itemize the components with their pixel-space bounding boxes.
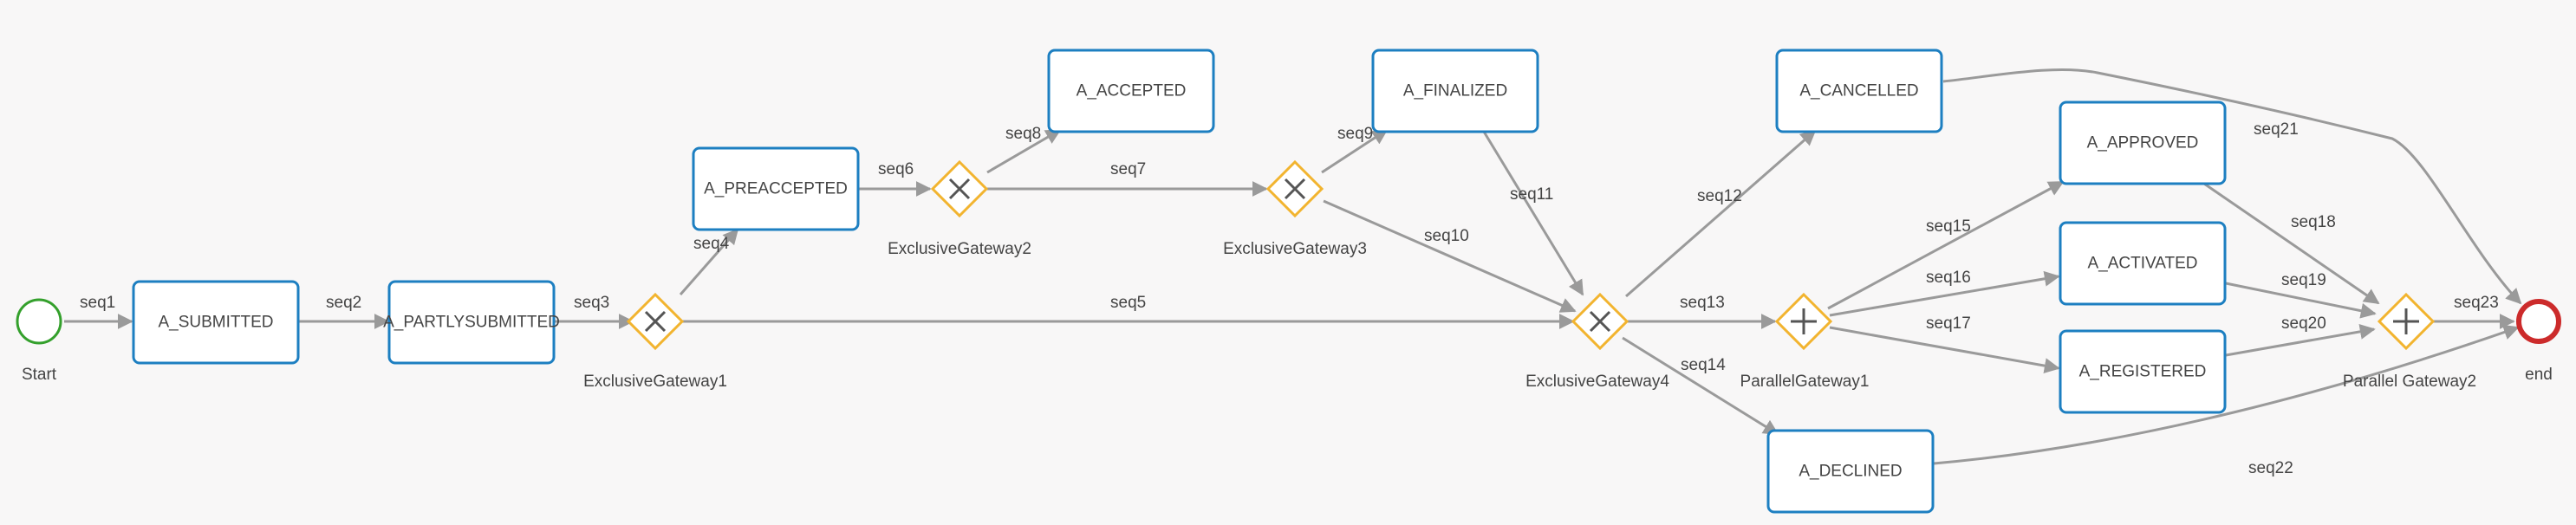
parallel-gateway-1[interactable]: ParallelGateway1 [1740,292,1870,391]
exclusive-gateway-1[interactable]: ExclusiveGateway1 [583,292,727,391]
flow-label-seq21: seq21 [2254,120,2299,139]
task-label: A_SUBMITTED [158,314,273,332]
flow-label-seq16: seq16 [1926,269,1971,287]
flow-seq21[interactable] [1942,68,2522,305]
start-event-circle[interactable] [16,298,62,345]
gateway-label: Parallel Gateway2 [2343,373,2476,391]
gateway-label: ExclusiveGateway3 [1223,240,1367,258]
flow-seq16[interactable] [1829,270,2060,317]
exclusive-gateway-2[interactable]: ExclusiveGateway2 [888,159,1031,258]
flow-label-seq15: seq15 [1926,217,1971,236]
flow-label-seq1: seq1 [80,294,115,312]
task-label: A_DECLINED [1799,463,1902,481]
flow-seq22[interactable] [1933,324,2520,465]
task-label: A_PREACCEPTED [704,180,848,198]
flow-label-seq23: seq23 [2454,294,2499,312]
flow-labels: seq1 seq2 seq3 seq4 seq5 seq6 seq7 seq8 … [80,120,2499,477]
end-event-circle[interactable] [2516,299,2561,344]
task-box[interactable] [2059,221,2227,306]
task-label: A_ACTIVATED [2087,255,2197,273]
flow-seq4[interactable] [679,228,739,295]
task-a-accepted[interactable]: A_ACCEPTED [1047,49,1215,133]
flow-label-seq10: seq10 [1424,227,1469,245]
flow-label-seq6: seq6 [878,160,914,178]
flow-label-seq12: seq12 [1697,187,1742,205]
sequence-flows [64,68,2522,465]
task-box[interactable] [2059,329,2227,414]
task-label: A_APPROVED [2087,134,2199,152]
flow-seq20[interactable] [2225,323,2376,357]
task-box[interactable] [387,280,556,365]
flow-seq15[interactable] [1827,180,2065,310]
flow-label-seq7: seq7 [1110,160,1146,178]
flow-label-seq11: seq11 [1510,185,1553,204]
flow-seq10[interactable] [1323,199,1577,313]
task-a-cancelled[interactable]: A_CANCELLED [1775,49,1943,133]
end-event-label: end [2525,366,2553,384]
task-a-finalized[interactable]: A_FINALIZED [1371,49,1539,133]
flow-seq14[interactable] [1622,336,1779,436]
flow-label-seq17: seq17 [1926,314,1971,333]
flow-seq19[interactable] [2225,282,2377,319]
flow-seq12[interactable] [1625,129,1817,298]
task-a-partlysubmitted[interactable]: A_PARTLYSUBMITTED [383,280,560,365]
parallel-gateway-2[interactable]: Parallel Gateway2 [2343,292,2476,391]
flow-label-seq5: seq5 [1110,294,1146,312]
exclusive-gateway-3[interactable]: ExclusiveGateway3 [1223,159,1367,258]
flow-label-seq4: seq4 [693,235,730,253]
task-label: A_PARTLYSUBMITTED [383,314,560,332]
gateway-label: ExclusiveGateway2 [888,240,1031,258]
task-box[interactable] [1371,49,1539,133]
task-box[interactable] [692,146,860,231]
task-a-preaccepted[interactable]: A_PREACCEPTED [692,146,860,231]
task-a-approved[interactable]: A_APPROVED [2059,100,2227,185]
task-box[interactable] [132,280,300,365]
x-mark-icon [1589,310,1611,333]
flow-label-seq13: seq13 [1680,294,1725,312]
x-mark-icon [948,178,971,200]
flow-label-seq3: seq3 [574,294,609,312]
plus-mark-icon [2393,308,2419,334]
gateway-label: ExclusiveGateway4 [1525,373,1669,391]
task-box[interactable] [1766,429,1935,514]
exclusive-gateway-4[interactable]: ExclusiveGateway4 [1525,292,1669,391]
flow-label-seq18: seq18 [2291,213,2336,231]
task-label: A_REGISTERED [2079,363,2207,381]
task-label: A_ACCEPTED [1077,82,1187,100]
flow-seq11[interactable] [1482,131,1584,296]
flow-seq18[interactable] [2203,182,2380,305]
flow-label-seq19: seq19 [2281,271,2326,289]
plus-mark-icon [1791,308,1817,334]
x-mark-icon [1284,178,1306,200]
flow-label-seq9: seq9 [1337,125,1373,143]
start-event-label: Start [22,366,57,384]
task-a-registered[interactable]: A_REGISTERED [2059,329,2227,414]
task-box[interactable] [1047,49,1215,133]
end-event[interactable]: end [2516,299,2561,384]
flow-seq9[interactable] [1321,128,1389,174]
gateway-label: ParallelGateway1 [1740,373,1870,391]
flow-label-seq22: seq22 [2248,459,2293,477]
flow-label-seq8: seq8 [1005,125,1041,143]
gateway-label: ExclusiveGateway1 [583,373,727,391]
flow-seq17[interactable] [1829,326,2060,374]
flow-label-seq14: seq14 [1681,356,1726,374]
task-label: A_FINALIZED [1403,82,1507,100]
task-label: A_CANCELLED [1799,82,1918,100]
x-mark-icon [644,310,667,333]
task-a-declined[interactable]: A_DECLINED [1766,429,1935,514]
start-event[interactable]: Start [16,298,62,384]
flow-label-seq2: seq2 [326,294,361,312]
task-a-submitted[interactable]: A_SUBMITTED [132,280,300,365]
task-box[interactable] [2059,100,2227,185]
task-box[interactable] [1775,49,1943,133]
flow-seq8[interactable] [986,128,1062,174]
task-a-activated[interactable]: A_ACTIVATED [2059,221,2227,306]
flow-label-seq20: seq20 [2281,314,2326,333]
